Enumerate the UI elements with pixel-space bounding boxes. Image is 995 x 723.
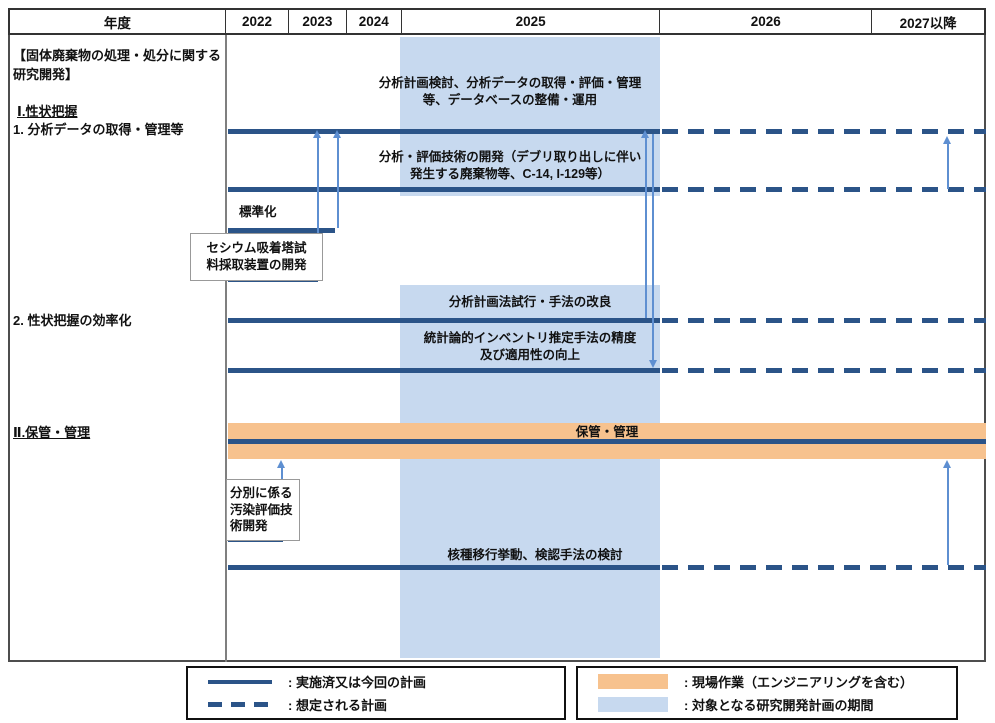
connector-row2-to-row1-right <box>947 143 949 189</box>
header-2024: 2024 <box>347 10 402 33</box>
bar-standardization <box>228 228 335 233</box>
highlight-period-band-bottom <box>400 285 660 658</box>
blue-band-swatch-icon <box>598 697 668 712</box>
header-year-label: 年度 <box>10 10 226 33</box>
arrow-up-icon <box>943 136 951 144</box>
arrow-up-icon <box>333 130 341 138</box>
bar-solid-row1 <box>228 129 660 134</box>
header-2026: 2026 <box>660 10 873 33</box>
connector-standardization-to-row1 <box>337 137 339 228</box>
bar-dashed-row2 <box>662 187 986 192</box>
legend-label: : 想定される計画 <box>288 698 387 713</box>
category-title: 【固体廃棄物の処理・処分に関する研究開発】 <box>13 48 222 82</box>
legend-item-dashed: : 想定される計画 <box>188 693 564 716</box>
legend-areas: : 現場作業（エンジニアリングを含む） : 対象となる研究開発計画の期間 <box>576 666 958 720</box>
annotation-nuclide: 核種移行挙動、検認手法の検討 <box>447 548 623 562</box>
connector-nuclide-to-storage-right <box>947 467 949 565</box>
solid-line-swatch-icon <box>208 679 272 684</box>
arrow-up-icon <box>641 130 649 138</box>
legend-item-solid: : 実施済又は今回の計画 <box>188 670 564 693</box>
legend-item-fieldwork: : 現場作業（エンジニアリングを含む） <box>578 670 956 693</box>
connector-row1-to-row4 <box>652 134 654 361</box>
highlight-period-band-top <box>400 37 660 196</box>
arrow-up-icon <box>313 130 321 138</box>
annotation-analysis-plan: 分析計画検討、分析データの取得・評価・管理 等、データベースの整備・運用 <box>378 76 642 107</box>
bar-dashed-row5 <box>662 565 986 570</box>
annotation-plan-trial: 分析計画法試行・手法の改良 <box>448 295 612 309</box>
sorting-note-text: 分別に係る 汚染評価技 術開発 <box>230 485 293 534</box>
arrow-down-icon <box>648 360 657 368</box>
left-column-divider <box>225 35 227 662</box>
annotation-analysis-tech: 分析・評価技術の開発（デブリ取り出しに伴い 発生する廃棄物等、C-14, I-1… <box>378 150 642 181</box>
header-2023: 2023 <box>289 10 347 33</box>
bar-solid-row3 <box>228 318 660 323</box>
cesium-note-box: セシウム吸着塔試 料採取装置の開発 <box>190 233 323 281</box>
bar-dashed-row3 <box>662 318 986 323</box>
bar-dashed-row4 <box>662 368 986 373</box>
bar-solid-row2 <box>228 187 660 192</box>
connector-cesium-to-row1 <box>317 137 319 277</box>
legend-lines: : 実施済又は今回の計画 : 想定される計画 <box>186 666 566 720</box>
header-2025: 2025 <box>402 10 661 33</box>
annotation-storage: 保管・管理 <box>575 425 639 439</box>
bar-solid-row5 <box>228 565 660 570</box>
bar-dashed-row1 <box>662 129 986 134</box>
annotation-statistical: 統計論的インベントリ推定手法の精度 及び適用性の向上 <box>423 331 637 362</box>
arrow-up-icon <box>943 460 951 468</box>
cesium-note-text: セシウム吸着塔試 料採取装置の開発 <box>206 241 307 272</box>
header-2022: 2022 <box>226 10 290 33</box>
connector-row3-to-row1 <box>645 137 647 318</box>
section-1-label: Ⅰ.性状把握 <box>17 104 78 119</box>
legend-item-period: : 対象となる研究開発計画の期間 <box>578 693 956 716</box>
orange-bar-swatch-icon <box>598 674 668 689</box>
annotation-standardization: 標準化 <box>239 205 277 219</box>
header-2027: 2027以降 <box>899 15 957 31</box>
legend-label: : 現場作業（エンジニアリングを含む） <box>684 675 913 690</box>
sorting-note-box: 分別に係る 汚染評価技 術開発 <box>226 479 300 541</box>
legend-label: : 対象となる研究開発計画の期間 <box>684 698 874 713</box>
dashed-line-swatch-icon <box>208 702 272 707</box>
bar-solid-row4 <box>228 368 660 373</box>
section-2-label: Ⅱ.保管・管理 <box>13 425 91 440</box>
year-header-row: 年度 2022 2023 2024 2025 2026 2027以降 <box>8 8 986 35</box>
item-2-label: 2. 性状把握の効率化 <box>13 313 132 328</box>
item-1-label: 1. 分析データの取得・管理等 <box>13 122 184 137</box>
legend-label: : 実施済又は今回の計画 <box>288 675 426 690</box>
storage-solid-line <box>228 439 986 444</box>
arrow-up-icon <box>277 460 285 468</box>
